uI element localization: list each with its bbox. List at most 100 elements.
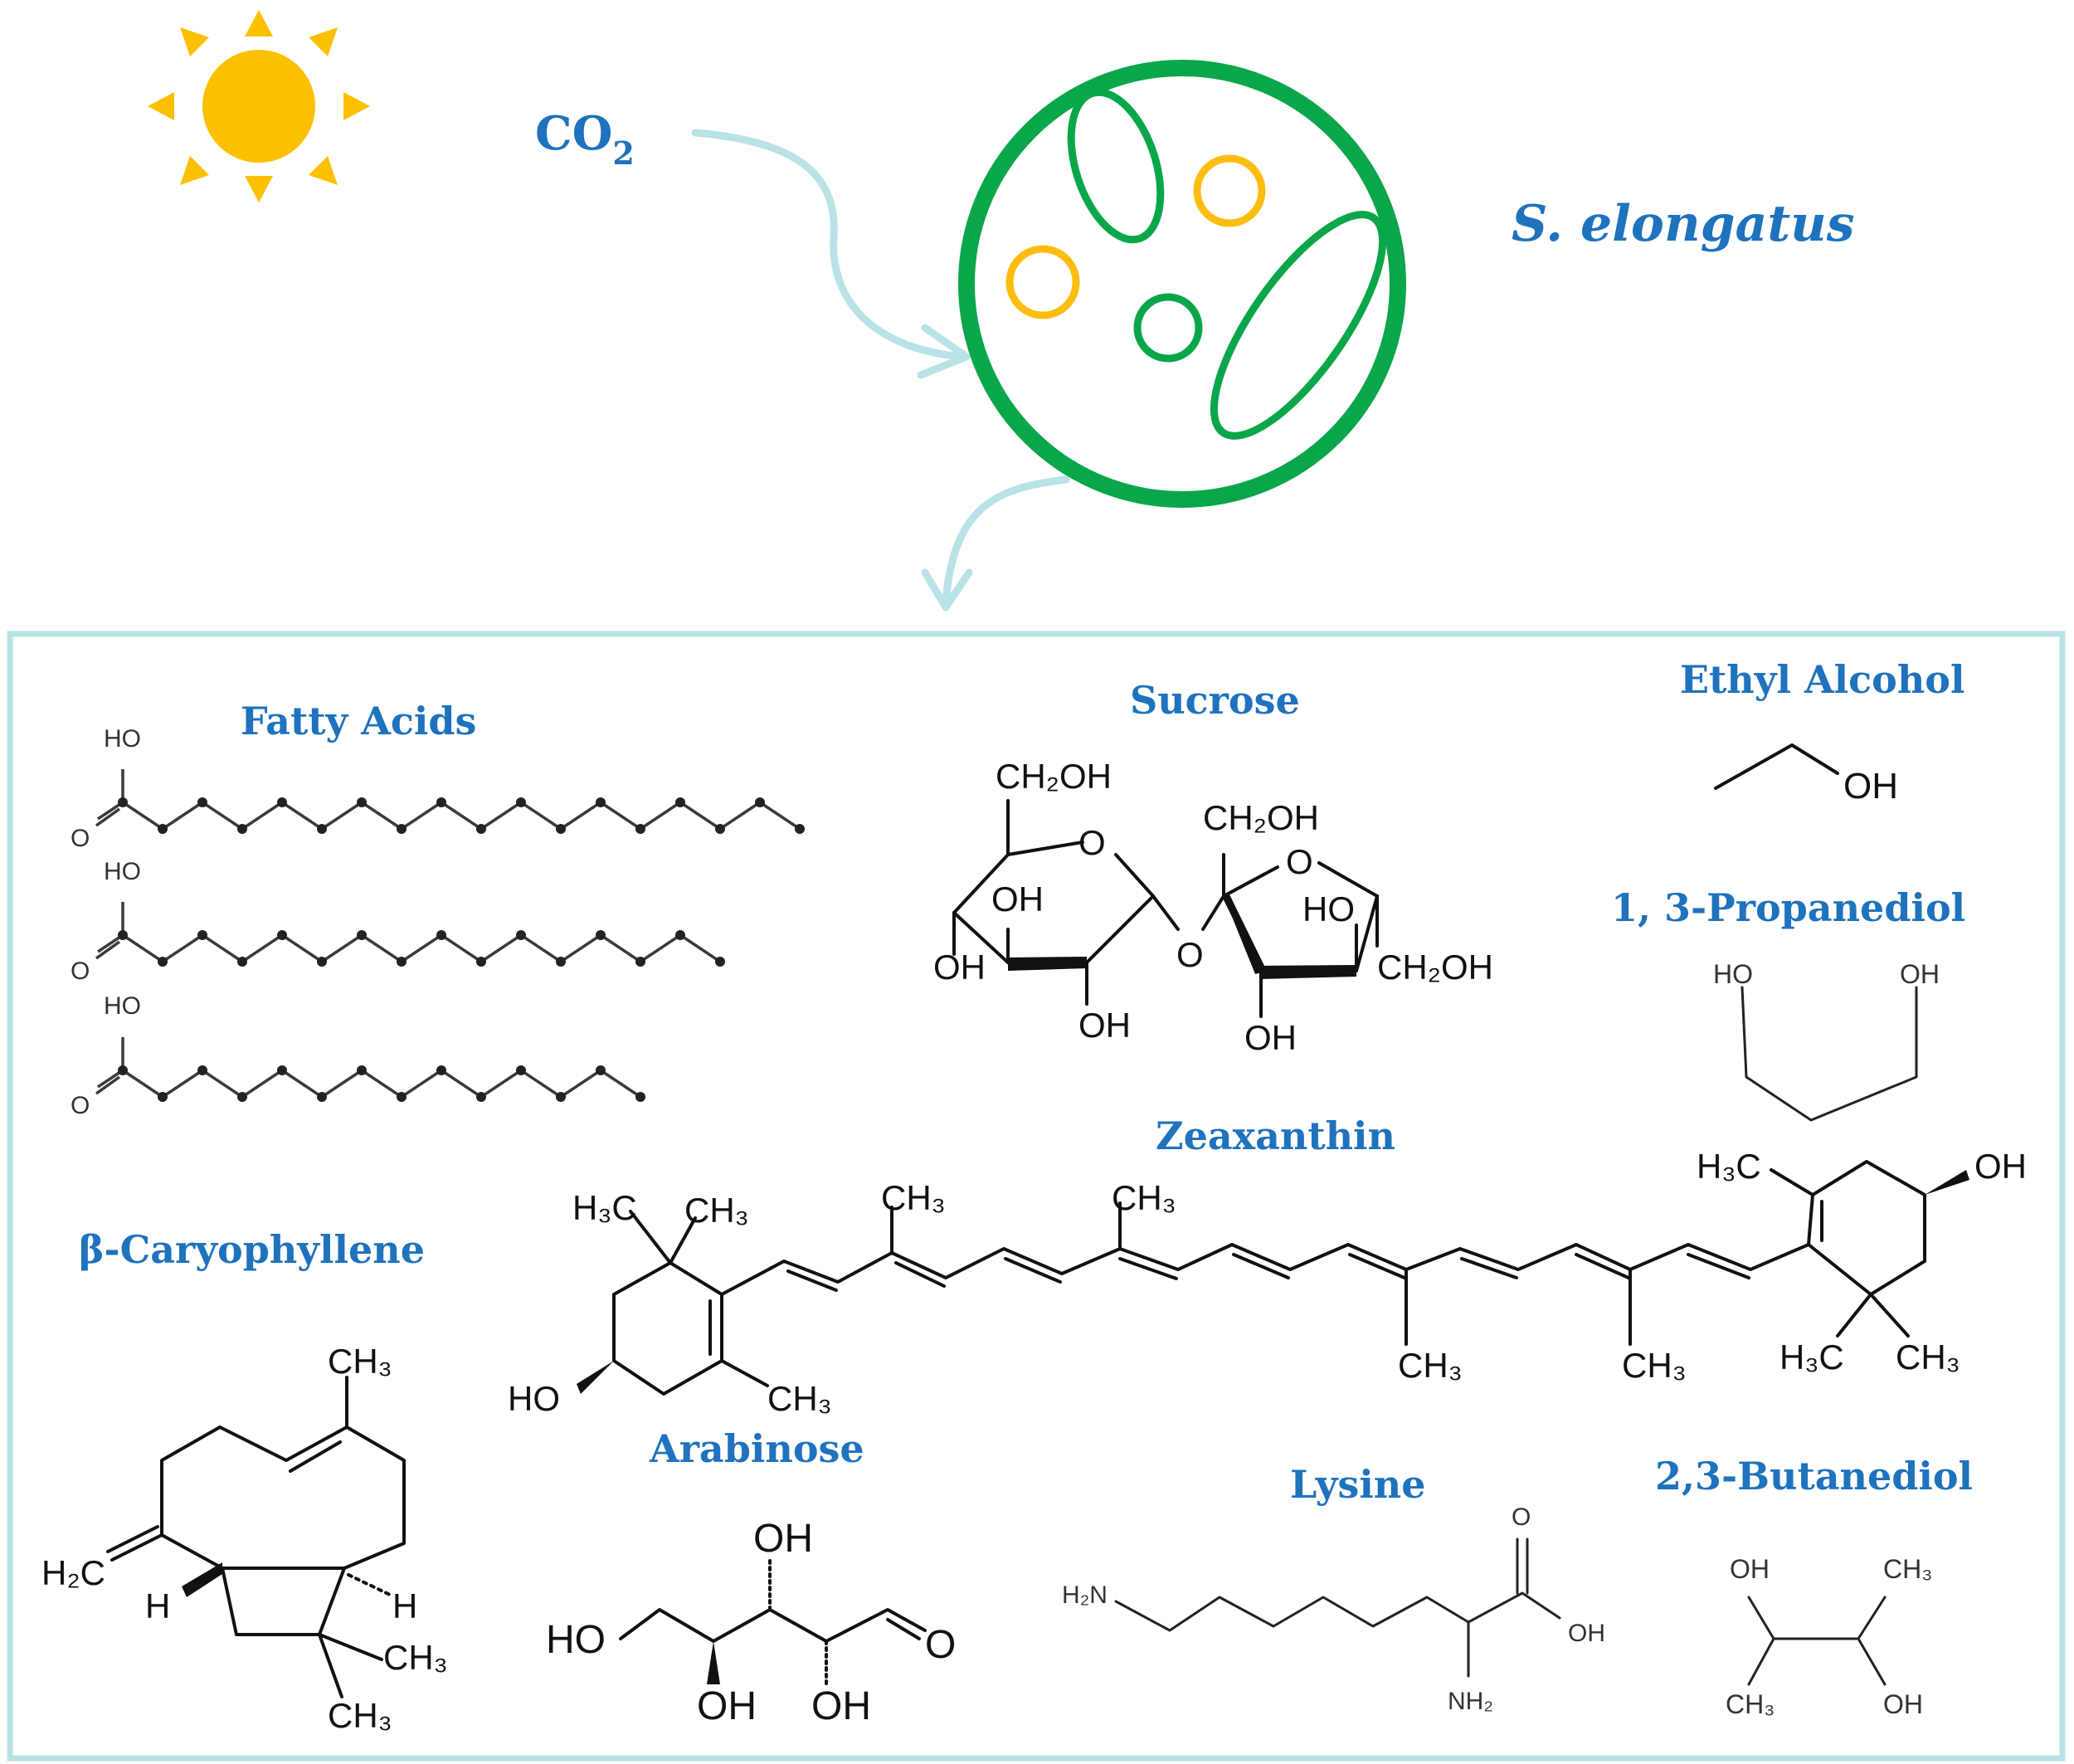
arrow-icon — [921, 475, 1070, 612]
fa-carbon-dot — [197, 1065, 207, 1075]
fa-carbon-dot — [596, 1065, 606, 1075]
fa-carbon-dot — [357, 1065, 367, 1075]
fa-carbon-dot — [675, 930, 685, 940]
fa-carbon-dot — [158, 1092, 168, 1102]
zeaxanthin-title: Zeaxanthin — [1156, 1113, 1395, 1158]
fa-carbon-dot — [357, 797, 367, 807]
fa-carbon-dot — [118, 1065, 128, 1075]
fa-carbon-dot — [556, 1092, 566, 1102]
fa-carbon-dot — [158, 957, 168, 967]
svg-text:CH₃: CH₃ — [1112, 1178, 1176, 1217]
svg-text:OH: OH — [1974, 1147, 2027, 1186]
svg-text:OH: OH — [991, 880, 1044, 919]
butanediol-structure: 2,3-Butanediol OH CH₃ CH₃ OH — [1655, 1454, 1973, 1719]
svg-text:CH₃: CH₃ — [383, 1638, 448, 1677]
svg-text:OH: OH — [1730, 1554, 1770, 1584]
svg-text:H: H — [392, 1586, 417, 1625]
fa-carbon-dot — [397, 1092, 407, 1102]
svg-text:CH₂OH: CH₂OH — [996, 757, 1112, 796]
svg-text:CH₃: CH₃ — [1896, 1338, 1960, 1377]
svg-text:HO: HO — [508, 1379, 560, 1418]
fa-carbon-dot — [397, 957, 407, 967]
svg-text:H₃C: H₃C — [1697, 1147, 1761, 1186]
sucrose-title: Sucrose — [1130, 678, 1300, 723]
propanediol-title: 1, 3-Propanediol — [1611, 885, 1965, 930]
fa-ho-label: HO — [104, 858, 141, 885]
fa-carbon-dot — [436, 1065, 446, 1075]
ethyl-alcohol-structure: Ethyl Alcohol OH — [1680, 657, 1964, 806]
svg-text:HO: HO — [1713, 959, 1753, 989]
sucrose-structure: Sucrose CH₂OH O OH OH OH O CH₂OH O HO CH — [933, 678, 1493, 1057]
svg-text:OH: OH — [1244, 1018, 1297, 1057]
svg-text:OH: OH — [1568, 1620, 1605, 1647]
fa-carbon-dot — [516, 930, 526, 940]
ethyl-alcohol-title: Ethyl Alcohol — [1680, 657, 1964, 702]
svg-text:OH: OH — [933, 948, 986, 987]
fa-carbon-dot — [516, 1065, 526, 1075]
svg-text:CH₃: CH₃ — [328, 1342, 392, 1381]
fa-carbon-dot — [635, 1092, 645, 1102]
svg-text:OH: OH — [697, 1684, 757, 1728]
svg-text:CH₂OH: CH₂OH — [1377, 948, 1493, 987]
fa-carbon-dot — [158, 824, 168, 834]
arabinose-title: Arabinose — [649, 1426, 864, 1471]
fa-carbon-dot — [635, 957, 645, 967]
svg-text:CH₃: CH₃ — [767, 1379, 832, 1418]
svg-text:CH₃: CH₃ — [1622, 1346, 1687, 1385]
svg-text:CH₃: CH₃ — [1883, 1554, 1932, 1584]
fa-carbon-dot — [476, 824, 486, 834]
svg-text:H₃C: H₃C — [572, 1188, 637, 1227]
caryophyllene-title: β-Caryophyllene — [79, 1227, 425, 1272]
fa-ho-label: HO — [104, 992, 141, 1020]
fa-carbon-dot — [755, 797, 765, 807]
fa-carbon-dot — [237, 1092, 247, 1102]
fa-carbon-dot — [317, 1092, 327, 1102]
lysine-structure: Lysine H₂N O OH NH₂ — [1062, 1462, 1605, 1715]
svg-text:CH₃: CH₃ — [1398, 1346, 1463, 1385]
fa-carbon-dot — [635, 824, 645, 834]
fa-carbon-dot — [596, 797, 606, 807]
svg-text:OH: OH — [1843, 766, 1898, 806]
svg-text:O: O — [925, 1623, 956, 1667]
svg-text:CH₃: CH₃ — [328, 1696, 392, 1735]
fa-carbon-dot — [596, 930, 606, 940]
fa-carbon-dot — [436, 797, 446, 807]
products-box — [7, 631, 2066, 1762]
fa-carbon-dot — [675, 797, 685, 807]
svg-text:H₂C: H₂C — [41, 1553, 105, 1592]
svg-text:CH₂OH: CH₂OH — [1203, 798, 1319, 837]
fa-carbon-dot — [237, 957, 247, 967]
fa-o-label: O — [71, 825, 90, 852]
fa-carbon-dot — [277, 930, 287, 940]
zeaxanthin-structure: Zeaxanthin H₃C CH₃ HO CH₃ CH₃ — [508, 1113, 2027, 1418]
svg-text:CH₃: CH₃ — [1726, 1689, 1775, 1719]
fa-carbon-dot — [556, 957, 566, 967]
organism-label: S. elongatus — [1512, 195, 1855, 253]
svg-text:O: O — [1176, 935, 1204, 974]
fa-carbon-dot — [277, 1065, 287, 1075]
svg-text:HO: HO — [1302, 889, 1355, 928]
fa-carbon-dot — [357, 930, 367, 940]
svg-text:NH₂: NH₂ — [1448, 1688, 1493, 1715]
svg-text:OH: OH — [1900, 959, 1940, 989]
svg-text:OH: OH — [1883, 1689, 1923, 1719]
sun-icon — [148, 10, 370, 202]
arabinose-structure: Arabinose OH HO OH OH O — [546, 1426, 956, 1728]
cyanobacterium-cell-icon — [958, 60, 1406, 508]
fa-carbon-dot — [197, 930, 207, 940]
fa-carbon-dot — [118, 797, 128, 807]
fa-carbon-dot — [237, 824, 247, 834]
fa-carbon-dot — [715, 824, 725, 834]
fa-carbon-dot — [277, 797, 287, 807]
fa-ho-label: HO — [104, 725, 141, 753]
fa-o-label: O — [71, 1092, 90, 1119]
butanediol-title: 2,3-Butanediol — [1655, 1454, 1973, 1498]
svg-text:OH: OH — [753, 1517, 813, 1561]
lysine-title: Lysine — [1290, 1462, 1426, 1507]
fa-carbon-dot — [795, 824, 805, 834]
fa-carbon-dot — [317, 824, 327, 834]
svg-text:O: O — [1078, 823, 1106, 862]
fa-carbon-dot — [397, 824, 407, 834]
fa-carbon-dot — [556, 824, 566, 834]
svg-text:H: H — [145, 1586, 170, 1625]
